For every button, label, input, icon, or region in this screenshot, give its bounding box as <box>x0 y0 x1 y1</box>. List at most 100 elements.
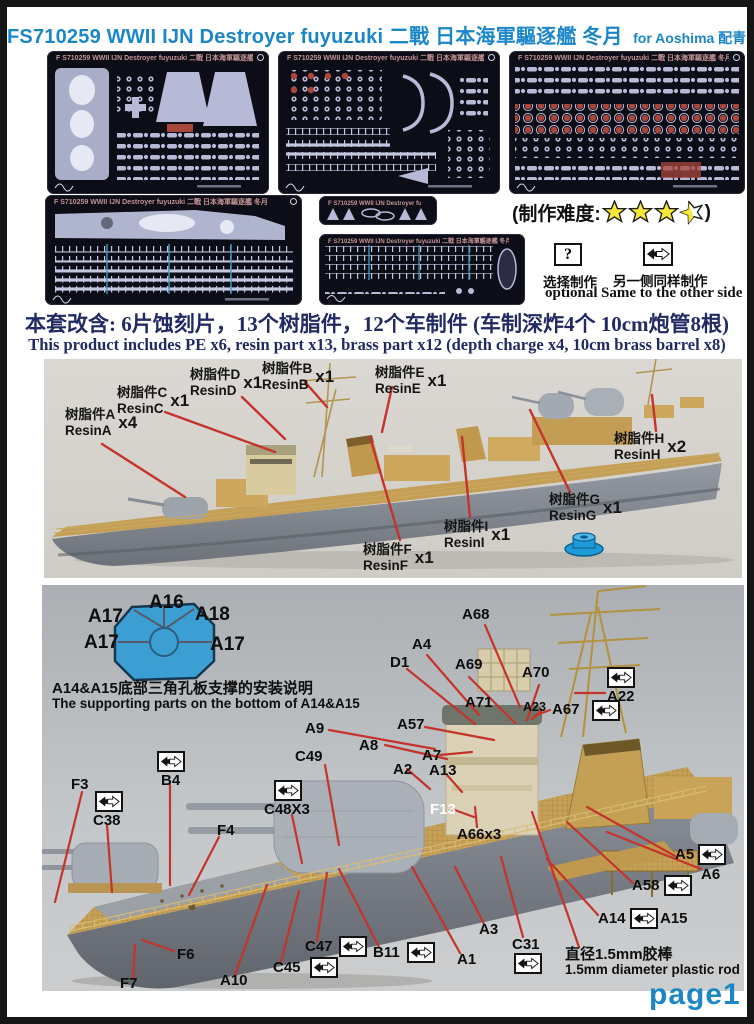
callout-a58: A58 <box>632 877 660 894</box>
support-plate-diagram <box>113 602 216 682</box>
mirror-label-zh: 另一侧同样制作 <box>613 274 708 289</box>
mirror-arrows-icon <box>610 671 632 684</box>
rod-note-zh: 直径1.5mm胶棒 <box>565 946 673 963</box>
resin-c-zh: 树脂件C <box>117 385 168 400</box>
resin-g-en: ResinG <box>549 508 597 524</box>
mirror-icon-box <box>514 953 542 974</box>
diagram-label-a17-r: A17 <box>210 634 245 655</box>
mirror-icon-box <box>157 751 185 772</box>
resin-f-qty: x1 <box>414 548 434 568</box>
mirror-arrows-icon <box>517 957 539 970</box>
pe-sheet-header: F S710259 WWII IJN Destroyer fuyuzuki 二戰… <box>54 199 268 206</box>
resin-g-zh: 树脂件G <box>549 492 601 507</box>
callout-a69: A69 <box>455 656 483 673</box>
callout-a66: A66x3 <box>457 826 502 843</box>
pe-sheet-1: F S710259 WWII IJN Destroyer fuyuzuki 二戰… <box>47 51 269 194</box>
difficulty-label-close: ) <box>704 201 711 223</box>
pe-sheet-3-art <box>515 66 739 192</box>
diagram-caption-en: The supporting parts on the bottom of A1… <box>52 696 360 711</box>
page-number: page1 <box>649 978 741 1011</box>
pe-sheet-5-art <box>327 208 427 221</box>
mirror-icon-box <box>630 908 658 929</box>
mirror-arrows-icon <box>595 704 617 717</box>
mirror-arrows-icon <box>646 247 670 261</box>
optional-label-en: optional <box>545 285 598 301</box>
pe-sheet-4-art <box>52 210 293 304</box>
callout-a57: A57 <box>397 716 425 733</box>
resin-g-part-icon <box>564 532 604 557</box>
callout-a10: A10 <box>220 972 248 989</box>
callout-a23: A23 <box>523 700 546 714</box>
question-mark: ? <box>564 245 572 263</box>
resin-a-zh: 树脂件A <box>65 407 116 422</box>
resin-e-en: ResinE <box>375 381 421 397</box>
mirror-icon-box <box>643 242 673 266</box>
ship-bow-view-art <box>42 585 738 989</box>
resin-e-zh: 树脂件E <box>375 365 425 380</box>
callout-a6: A6 <box>701 866 721 883</box>
mirror-arrows-icon <box>160 755 182 768</box>
diagram-label-a17-l: A17 <box>84 632 119 653</box>
resin-f-zh: 树脂件F <box>363 542 412 557</box>
assembly-photo: A16 A17 A18 A17 A17 A14&A15底部三角孔板支撑的安装说明… <box>42 585 744 991</box>
resin-d-zh: 树脂件D <box>190 367 241 382</box>
mirror-arrows-icon <box>313 961 335 974</box>
mirror-icon-box <box>310 957 338 978</box>
callout-f4: F4 <box>217 822 235 839</box>
registration-hole <box>290 198 297 205</box>
callout-a5: A5 <box>675 846 695 863</box>
resin-i-en: ResinI <box>444 535 485 551</box>
resin-e-qty: x1 <box>427 371 447 391</box>
resin-h-en: ResinH <box>614 447 661 463</box>
diagram-caption-zh: A14&A15底部三角孔板支撑的安装说明 <box>52 680 313 697</box>
mirror-arrows-icon <box>633 912 655 925</box>
pe-sheet-3: F S710259 WWII IJN Destroyer fuyuzuki 二戰… <box>509 51 745 194</box>
product-title-suffix: for Aoshima 配青島社 <box>633 30 747 46</box>
callout-a8: A8 <box>359 737 379 754</box>
resin-b-zh: 树脂件B <box>262 361 313 376</box>
resin-f-en: ResinF <box>363 558 409 574</box>
diagram-label-a17-tl: A17 <box>88 606 123 627</box>
resin-b-en: ResinB <box>262 377 309 393</box>
callout-c31: C31 <box>512 936 540 953</box>
callout-a22: A22 <box>607 688 635 705</box>
mirror-icon-box <box>607 667 635 688</box>
resin-callout-lines <box>100 380 658 542</box>
mirror-icon-box <box>698 844 726 865</box>
resin-c-en: ResinC <box>117 401 164 417</box>
pe-sheet-5: F S710259 WWII IJN Destroyer fuyuzuki 二戰… <box>319 196 437 225</box>
callout-a2: A2 <box>393 761 413 778</box>
mirror-icon-box <box>274 780 302 801</box>
callout-a68: A68 <box>462 606 490 623</box>
optional-label-zh: 选择制作 <box>543 275 597 290</box>
mirror-arrows-icon <box>410 946 432 959</box>
resin-d-en: ResinD <box>190 383 237 399</box>
callout-d1: D1 <box>390 654 410 671</box>
pe-sheet-2: F S710259 WWII IJN Destroyer fuyuzuki 二戰… <box>278 51 500 194</box>
pe-sheet-header: F S710259 WWII IJN Destroyer fuyuzuki 二戰… <box>518 55 729 62</box>
callout-b4: B4 <box>161 772 181 789</box>
mirror-icon-box <box>592 700 620 721</box>
contents-description-zh: 本套改含: 6片蚀刻片，13个树脂件，12个车制件 (车制深炸4个 10cm炮管… <box>24 312 730 336</box>
pe-sheet-6-art <box>325 245 517 303</box>
callout-a13: A13 <box>429 762 457 779</box>
star-icon <box>654 200 679 225</box>
callout-a9: A9 <box>305 720 325 737</box>
mirror-icon-box <box>407 942 435 963</box>
pe-sheet-header: F S710259 WWII IJN Destroyer fuyuzuki 二戰… <box>287 55 484 62</box>
callout-f13: F13 <box>430 801 456 818</box>
callout-c47: C47 <box>305 938 333 955</box>
mirror-arrows-icon <box>277 784 299 797</box>
registration-hole <box>733 54 740 61</box>
callout-a1: A1 <box>457 951 477 968</box>
callout-a7: A7 <box>422 747 442 764</box>
page-title: FS710259 WWII IJN Destroyer fuyuzuki 二戰 … <box>7 20 747 49</box>
pe-sheet-2-art <box>285 70 490 192</box>
